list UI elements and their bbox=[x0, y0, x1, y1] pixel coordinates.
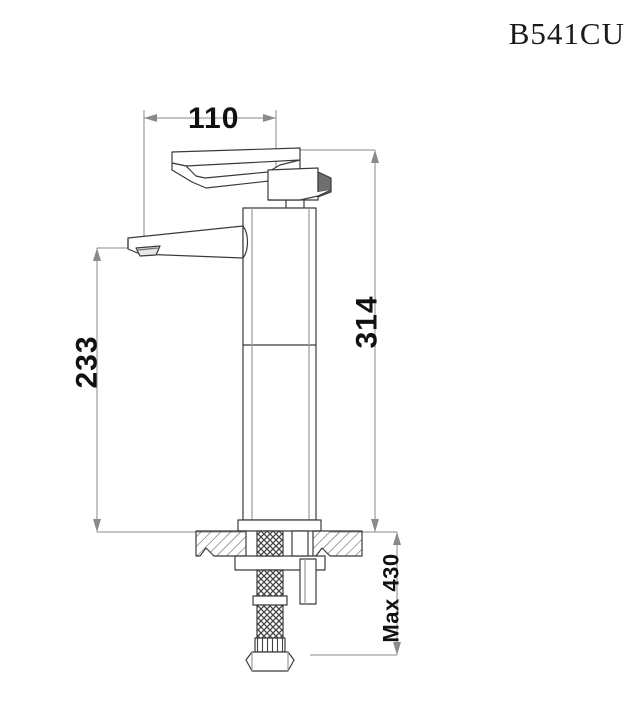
dimension-label-110: 110 bbox=[188, 102, 240, 135]
cartridge-housing-box bbox=[267, 167, 319, 201]
arrow-max430-bottom bbox=[393, 642, 401, 655]
hex-nut-body bbox=[245, 651, 295, 672]
cartridge-facet-line bbox=[268, 189, 332, 201]
dimension-label-233: 233 bbox=[70, 335, 104, 389]
aerator-outlet bbox=[135, 245, 161, 257]
arrow-233-bottom bbox=[93, 519, 101, 532]
counter-section-right bbox=[312, 530, 363, 557]
dimension-lines-group bbox=[93, 110, 401, 656]
lift-rod-detail bbox=[291, 530, 317, 605]
lift-rod-upper bbox=[291, 530, 309, 557]
counter-section-left bbox=[195, 530, 247, 557]
hose-mid-band bbox=[252, 595, 288, 606]
arrow-314-bottom bbox=[371, 519, 379, 532]
dimension-label-314: 314 bbox=[350, 295, 384, 349]
dimension-110 bbox=[143, 110, 277, 250]
riser-column bbox=[242, 207, 317, 521]
aerator-highlight bbox=[137, 247, 159, 251]
dimension-233 bbox=[93, 247, 246, 533]
arrow-233-top bbox=[93, 248, 101, 261]
arrow-110-right bbox=[263, 114, 276, 122]
threaded-shank bbox=[256, 530, 284, 557]
dimension-max-430 bbox=[310, 532, 401, 656]
arrow-314-top bbox=[371, 150, 379, 163]
model-number-title: B541CU bbox=[508, 16, 625, 51]
braided-supply-hose bbox=[252, 569, 288, 639]
base-flange-plate bbox=[237, 519, 322, 532]
hose-collar bbox=[254, 637, 286, 653]
riser-left-notch bbox=[242, 225, 249, 259]
aerator-ellipse bbox=[135, 245, 161, 257]
dimension-label-max-430: Max 430 bbox=[378, 553, 404, 643]
riser-body bbox=[242, 207, 317, 521]
lever-handle-top bbox=[171, 147, 301, 167]
arrow-110-left bbox=[144, 114, 157, 122]
faucet-outline-group bbox=[127, 147, 363, 672]
arrow-max430-top bbox=[393, 532, 401, 545]
base-flange bbox=[237, 519, 322, 532]
lift-rod-lower bbox=[299, 558, 317, 605]
hex-nut bbox=[245, 651, 295, 672]
cartridge-housing bbox=[267, 167, 332, 208]
dimension-314 bbox=[300, 149, 397, 533]
